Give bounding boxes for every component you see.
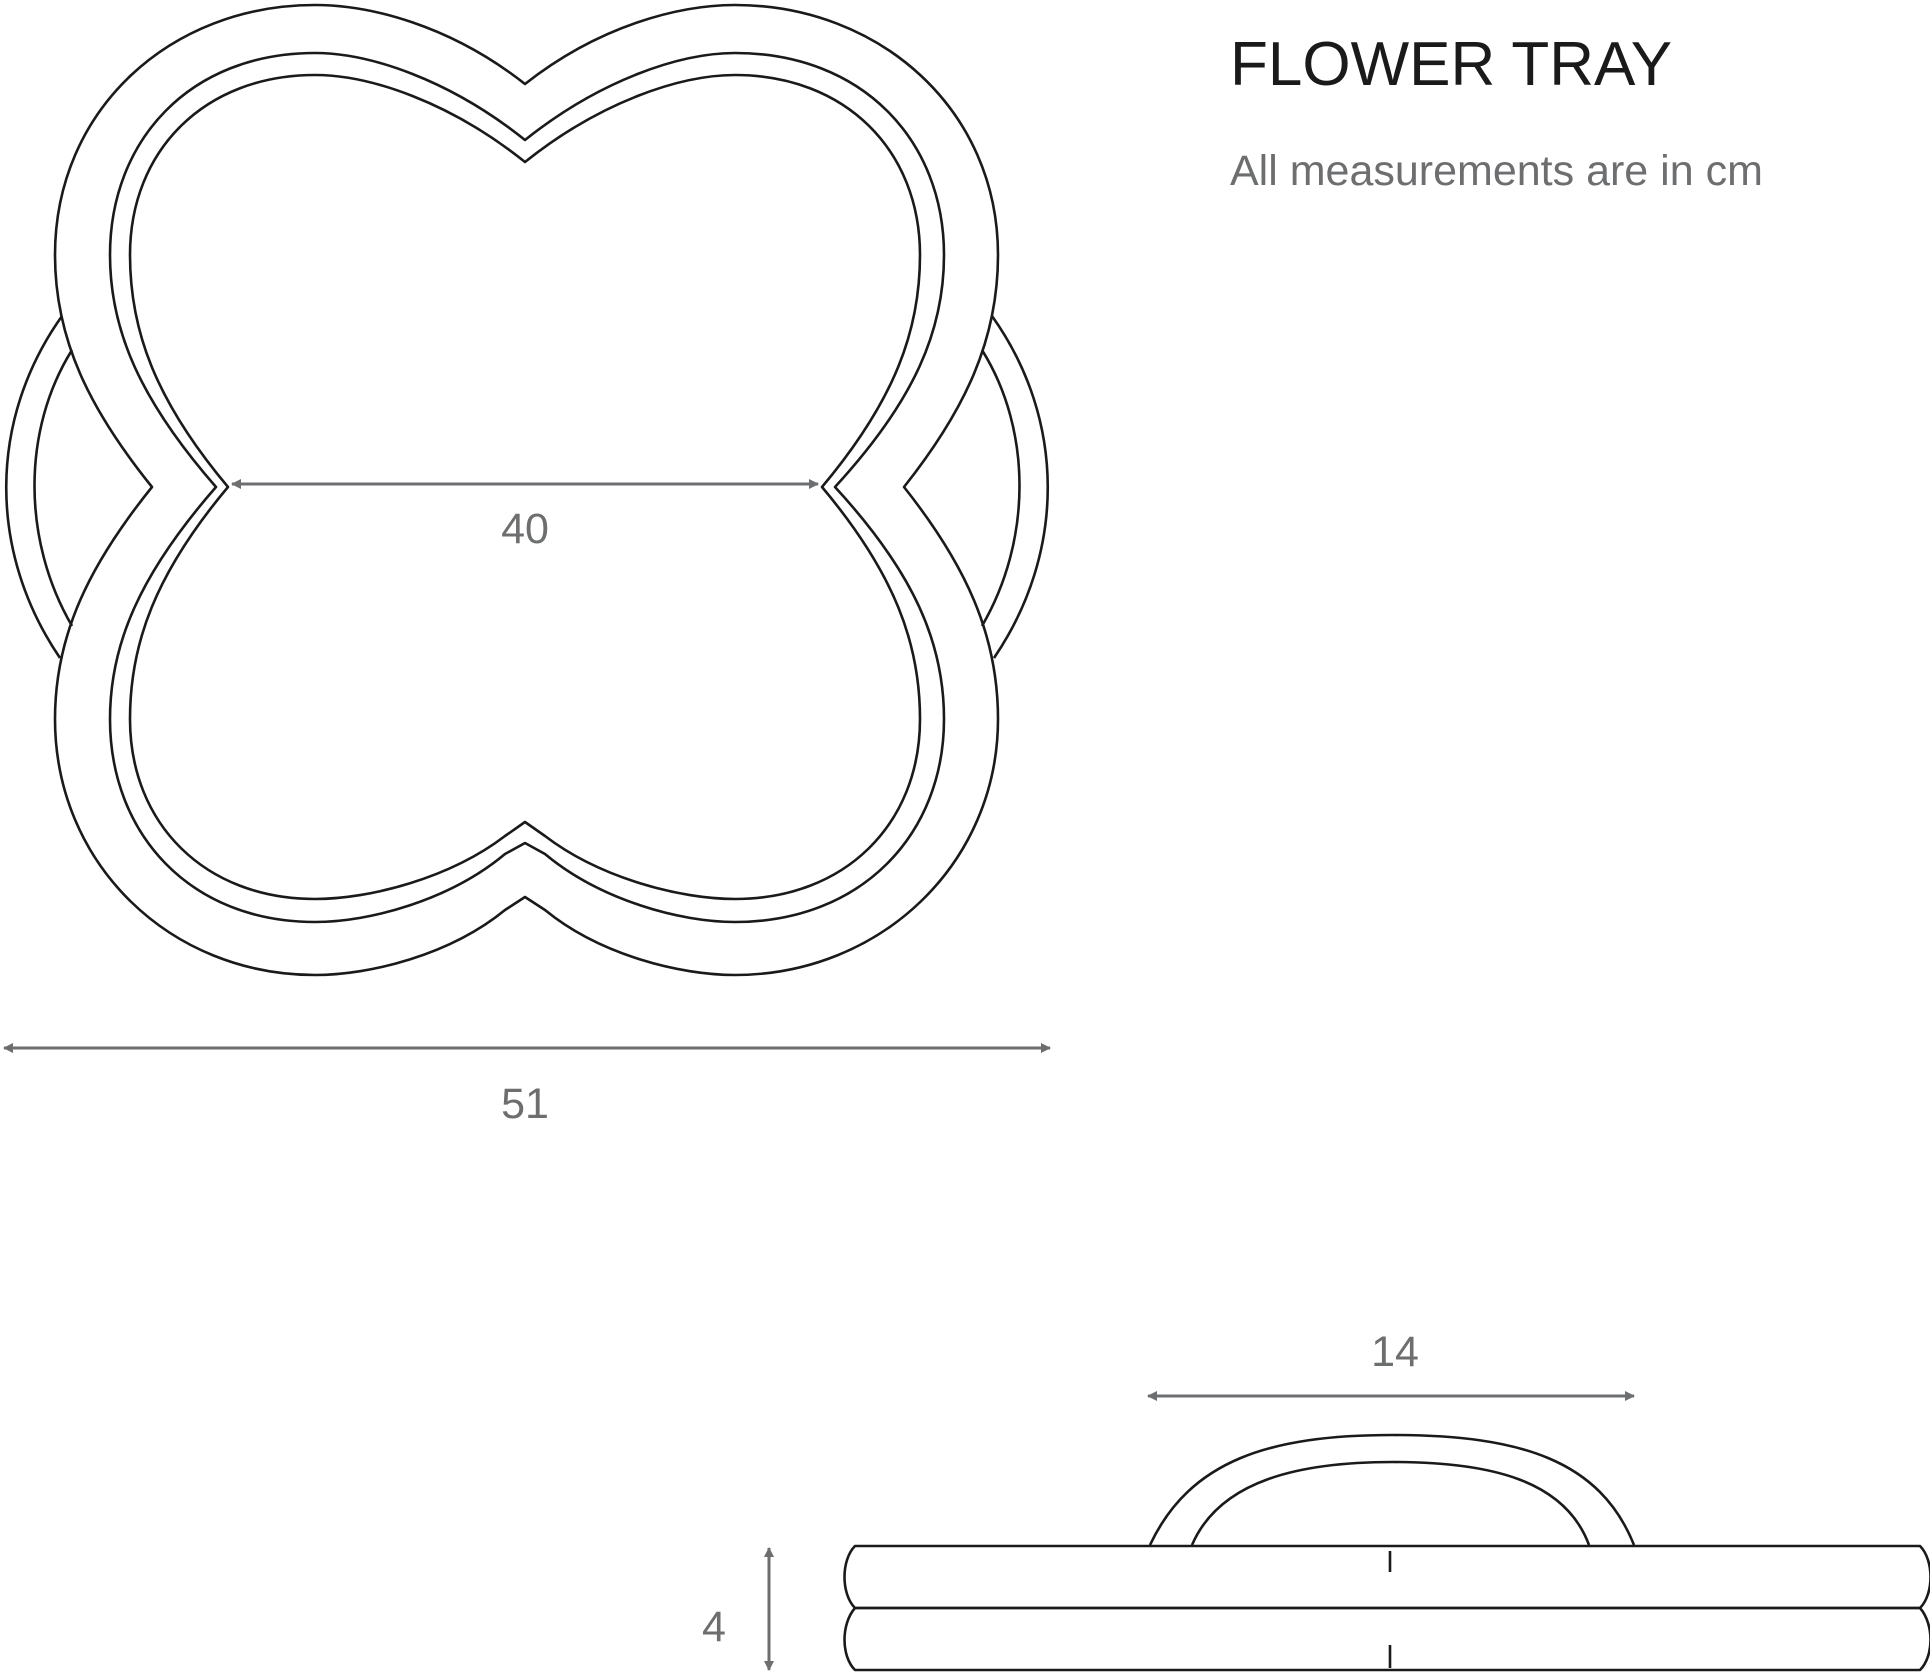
overall-width-label: 51 bbox=[501, 1080, 549, 1128]
subtitle: All measurements are in cm bbox=[1230, 147, 1763, 195]
tray-top-view: 40 bbox=[4, 3, 1050, 977]
tray-outer-rim bbox=[53, 3, 1000, 977]
height-label: 4 bbox=[702, 1603, 726, 1651]
handle-arch-inner bbox=[1190, 1460, 1591, 1546]
tray-body-upper bbox=[843, 1544, 1930, 1610]
handle-width-dimension: 14 bbox=[1147, 1328, 1635, 1401]
tray-side-view bbox=[843, 1433, 1930, 1672]
title: FLOWER TRAY bbox=[1230, 30, 1672, 99]
handle-width-label: 14 bbox=[1371, 1328, 1419, 1376]
tray-inner-basin bbox=[128, 73, 922, 901]
handle-arch-outer bbox=[1148, 1433, 1636, 1546]
inner-width-label: 40 bbox=[501, 505, 549, 553]
left-handle bbox=[4, 315, 74, 659]
tray-middle-rim bbox=[108, 51, 946, 924]
height-dimension: 4 bbox=[702, 1547, 774, 1671]
overall-width-dimension: 51 bbox=[3, 1043, 1051, 1128]
right-handle bbox=[980, 315, 1050, 659]
tray-body-lower bbox=[843, 1606, 1930, 1672]
